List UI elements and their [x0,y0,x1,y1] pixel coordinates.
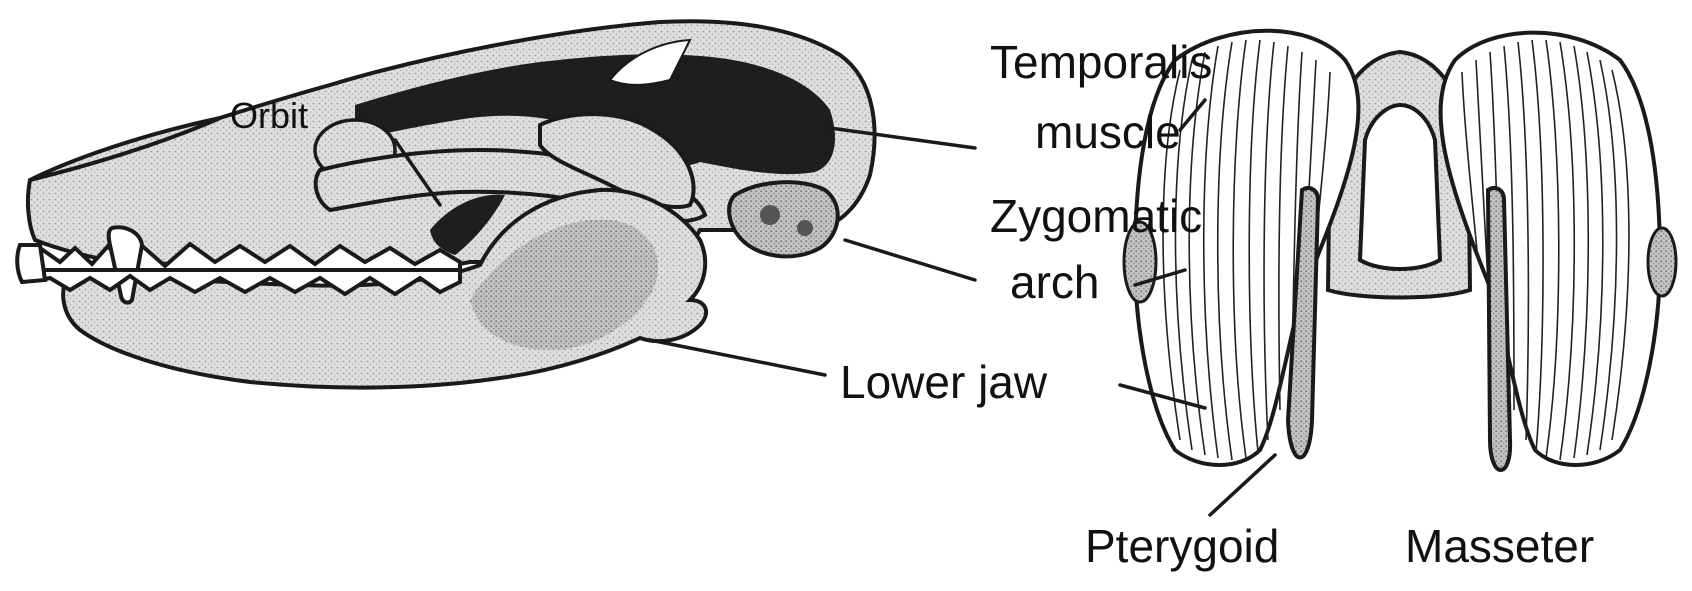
skull-side-view [17,21,874,387]
zygomatic-leader-skull [845,240,975,280]
right-zygomatic-section [1648,228,1676,296]
incisors [17,245,45,282]
label-orbit: Orbit [230,95,308,136]
occipital-condyle [729,182,838,256]
label-zygomatic-line1: Zygomatic [990,190,1202,242]
condyle-foramen [760,205,780,225]
right-muscle-bundle [1441,33,1660,465]
label-zygomatic-line2: arch [1010,256,1099,308]
condyle-foramen-2 [797,220,813,236]
label-pterygoid: Pterygoid [1085,520,1279,572]
label-lower-jaw: Lower jaw [840,356,1048,408]
label-masseter: Masseter [1405,520,1594,572]
skull-foramen-opening [1360,105,1440,269]
lower-jaw-leader-skull [650,340,825,375]
muscles-front-view [1124,31,1676,470]
label-temporalis-line1: Temporalis [990,36,1212,88]
label-temporalis-line2: muscle [1035,106,1181,158]
